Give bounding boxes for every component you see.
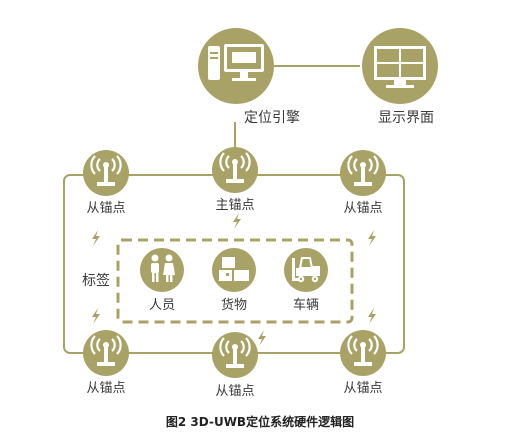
anchor-bottom-right-label: 从锚点 <box>343 381 382 396</box>
anchor-bottom-left <box>81 328 131 378</box>
anchor-top-right-label: 从锚点 <box>343 201 382 216</box>
anchor-bottom-right <box>338 328 388 378</box>
monitor-grid-icon <box>374 46 426 88</box>
lightning-icon <box>92 230 100 246</box>
people-icon <box>151 254 175 282</box>
anchor-bottom-center <box>210 330 260 380</box>
tag-goods-label: 货物 <box>221 297 247 313</box>
display-label: 显示界面 <box>378 110 434 126</box>
anchor-bottom-center-label: 从锚点 <box>215 384 254 399</box>
display-node <box>362 28 438 104</box>
engine-label: 定位引擎 <box>244 110 300 126</box>
computer-icon <box>208 44 264 81</box>
tag-people <box>140 248 184 292</box>
forklift-icon <box>292 257 320 283</box>
lightning-icon <box>92 308 100 324</box>
engine-node <box>198 28 274 104</box>
lightning-icon <box>368 230 376 246</box>
anchor-top-center-label: 主锚点 <box>215 198 254 213</box>
tag-goods <box>212 248 256 292</box>
anchor-top-left <box>81 148 131 198</box>
anchor-top-left-label: 从锚点 <box>86 201 125 216</box>
tag-vehicles <box>284 248 328 292</box>
anchor-top-center <box>210 145 260 195</box>
tag-label: 标签 <box>82 272 110 289</box>
lightning-icon <box>233 213 241 229</box>
anchor-bottom-left-label: 从锚点 <box>86 381 125 396</box>
boxes-icon <box>219 257 249 281</box>
tag-zone <box>116 238 354 324</box>
tag-vehicles-label: 车辆 <box>293 297 319 313</box>
tag-people-label: 人员 <box>149 298 175 313</box>
lightning-icon <box>368 308 376 324</box>
figure-caption: 图2 3D-UWB定位系统硬件逻辑图 <box>166 414 354 429</box>
lightning-icon <box>258 330 266 346</box>
anchor-top-right <box>338 148 388 198</box>
